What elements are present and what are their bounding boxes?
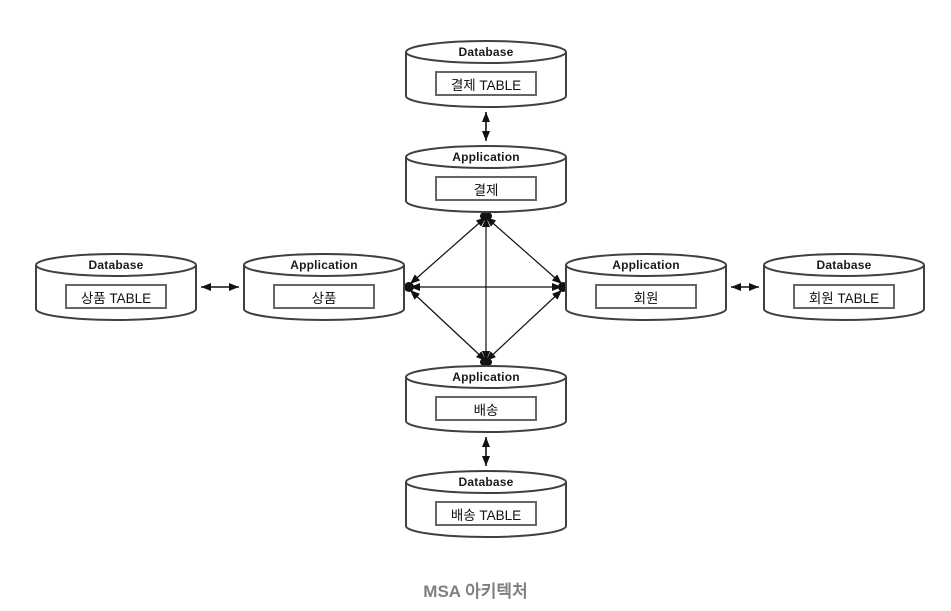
node-name-label: 회원 TABLE: [808, 290, 880, 306]
node-name-box: 회원: [595, 284, 697, 309]
node-name-label: 결제 TABLE: [450, 77, 522, 93]
node-name-label: 배송: [473, 402, 499, 418]
node-name-box: 결제 TABLE: [435, 71, 537, 96]
node-name-label: 상품: [311, 290, 337, 306]
node-name-box: 상품 TABLE: [65, 284, 167, 309]
edge-member-delivery: [485, 289, 563, 362]
junction-top: [480, 211, 492, 221]
node-member-app: Application 회원: [565, 253, 727, 321]
edge-payment-product: [409, 216, 487, 285]
node-type-label: Database: [88, 258, 144, 272]
node-delivery-db: Database 배송 TABLE: [405, 470, 567, 538]
edge-product-delivery: [409, 289, 487, 362]
node-name-box: 회원 TABLE: [793, 284, 895, 309]
node-type-label: Database: [458, 45, 514, 59]
node-type-label: Application: [290, 258, 358, 272]
node-name-box: 배송 TABLE: [435, 501, 537, 526]
node-delivery-app: Application 배송: [405, 365, 567, 433]
node-product-app: Application 상품: [243, 253, 405, 321]
node-name-box: 배송: [435, 396, 537, 421]
node-type-label: Database: [458, 475, 514, 489]
junction-left: [404, 282, 414, 292]
node-payment-db: Database 결제 TABLE: [405, 40, 567, 108]
node-type-label: Database: [816, 258, 872, 272]
node-member-db: Database 회원 TABLE: [763, 253, 925, 321]
node-name-box: 상품: [273, 284, 375, 309]
node-type-label: Application: [612, 258, 680, 272]
node-name-label: 상품 TABLE: [80, 290, 152, 306]
edge-payment-member: [485, 216, 563, 285]
junction-bottom: [480, 357, 492, 367]
node-type-label: Application: [452, 150, 520, 164]
node-name-box: 결제: [435, 176, 537, 201]
diagram-caption: MSA 아키텍처: [423, 582, 528, 601]
node-name-label: 배송 TABLE: [450, 507, 522, 523]
node-name-label: 회원: [633, 290, 659, 306]
node-type-label: Application: [452, 370, 520, 384]
node-product-db: Database 상품 TABLE: [35, 253, 197, 321]
node-payment-app: Application 결제: [405, 145, 567, 213]
node-name-label: 결제: [473, 182, 499, 198]
